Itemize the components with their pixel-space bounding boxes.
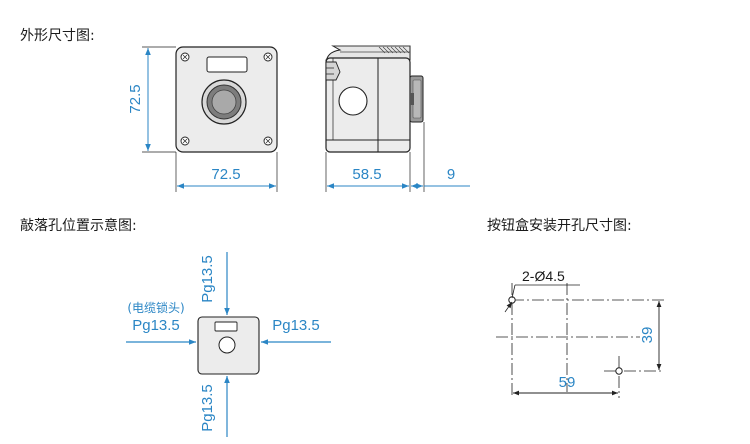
knockout-diagram: Pg13.5 Pg13.5 (电缆锁头) Pg13.5 Pg13.5 <box>126 252 331 437</box>
hole-diameter-label: 2-Ø4.5 <box>522 268 565 284</box>
knockout-bottom-label: Pg13.5 <box>199 384 216 432</box>
button-depth-dimension: 9 <box>447 166 455 183</box>
outline-heading: 外形尺寸图: <box>20 28 95 44</box>
cutout-centerlines <box>496 283 664 398</box>
knockout-left-label: Pg13.5 <box>132 317 180 334</box>
corner-screw-icon <box>180 52 190 62</box>
lid-ribs <box>333 45 410 54</box>
cutout-diagram: 2-Ø4.5 59 39 <box>496 268 664 398</box>
front-view: 72.5 72.5 <box>127 46 278 192</box>
cutout-width-dimension: 59 <box>559 374 576 391</box>
cutout-height-dimension: 39 <box>639 327 656 344</box>
knockout-heading: 敲落孔位置示意图: <box>20 218 137 234</box>
corner-screw-icon <box>263 52 273 62</box>
knockout-hole-side <box>338 86 368 116</box>
knockout-right-label: Pg13.5 <box>272 317 320 334</box>
corner-screw-icon <box>263 136 273 146</box>
front-height-dimension: 72.5 <box>127 84 144 113</box>
side-depth-dimension: 58.5 <box>352 166 381 183</box>
front-width-dimension: 72.5 <box>211 166 240 183</box>
push-button-icon <box>201 79 247 125</box>
cutout-heading: 按钮盒安装开孔尺寸图: <box>487 218 632 234</box>
latch-clip <box>325 61 341 81</box>
knockout-left-note: (电缆锁头) <box>127 300 184 315</box>
knockout-label-window <box>214 321 238 332</box>
label-window <box>206 56 248 73</box>
knockout-button-circle <box>218 336 236 354</box>
knockout-top-label: Pg13.5 <box>199 255 216 303</box>
mounting-hole-icon <box>615 367 623 375</box>
corner-screw-icon <box>180 136 190 146</box>
side-view: 58.5 9 <box>325 45 470 192</box>
